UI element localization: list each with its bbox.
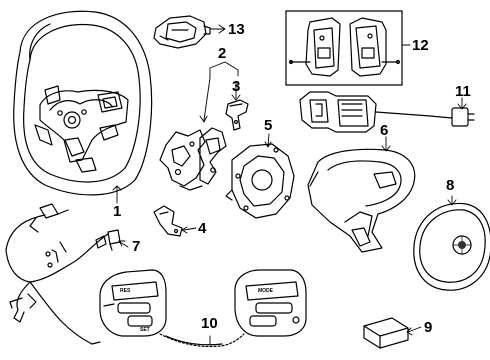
callout-3: 3 xyxy=(232,78,241,95)
paddle-switch xyxy=(299,91,475,133)
clockspring xyxy=(225,143,295,219)
wheel-switches xyxy=(99,269,307,348)
module-box xyxy=(363,317,409,349)
switch-label-set: SET xyxy=(140,327,150,333)
callout-5: 5 xyxy=(264,117,273,134)
wire-harness xyxy=(5,203,109,345)
callout-8: 8 xyxy=(446,177,455,194)
airbag xyxy=(413,202,490,291)
callout-12: 12 xyxy=(412,37,429,54)
steering-cover xyxy=(307,148,416,253)
switch-label-mode: MODE xyxy=(258,288,274,294)
callout-13: 13 xyxy=(228,21,245,38)
callout-7: 7 xyxy=(132,238,141,255)
wire-bracket xyxy=(153,205,183,237)
horn-contact xyxy=(153,15,211,49)
callout-11: 11 xyxy=(455,83,471,100)
callout-4: 4 xyxy=(198,220,207,237)
switch-bracket xyxy=(159,127,227,191)
small-bracket xyxy=(225,99,249,131)
steering-wheel xyxy=(13,10,153,196)
callout-1: 1 xyxy=(113,203,122,220)
callout-9: 9 xyxy=(424,319,433,336)
shift-paddles xyxy=(285,10,403,86)
switch-label-res: RES xyxy=(120,288,131,294)
leader-lines xyxy=(112,24,467,345)
callout-6: 6 xyxy=(380,122,389,139)
connector-7 xyxy=(107,229,121,251)
callout-2: 2 xyxy=(218,45,227,62)
callout-10: 10 xyxy=(201,315,218,332)
